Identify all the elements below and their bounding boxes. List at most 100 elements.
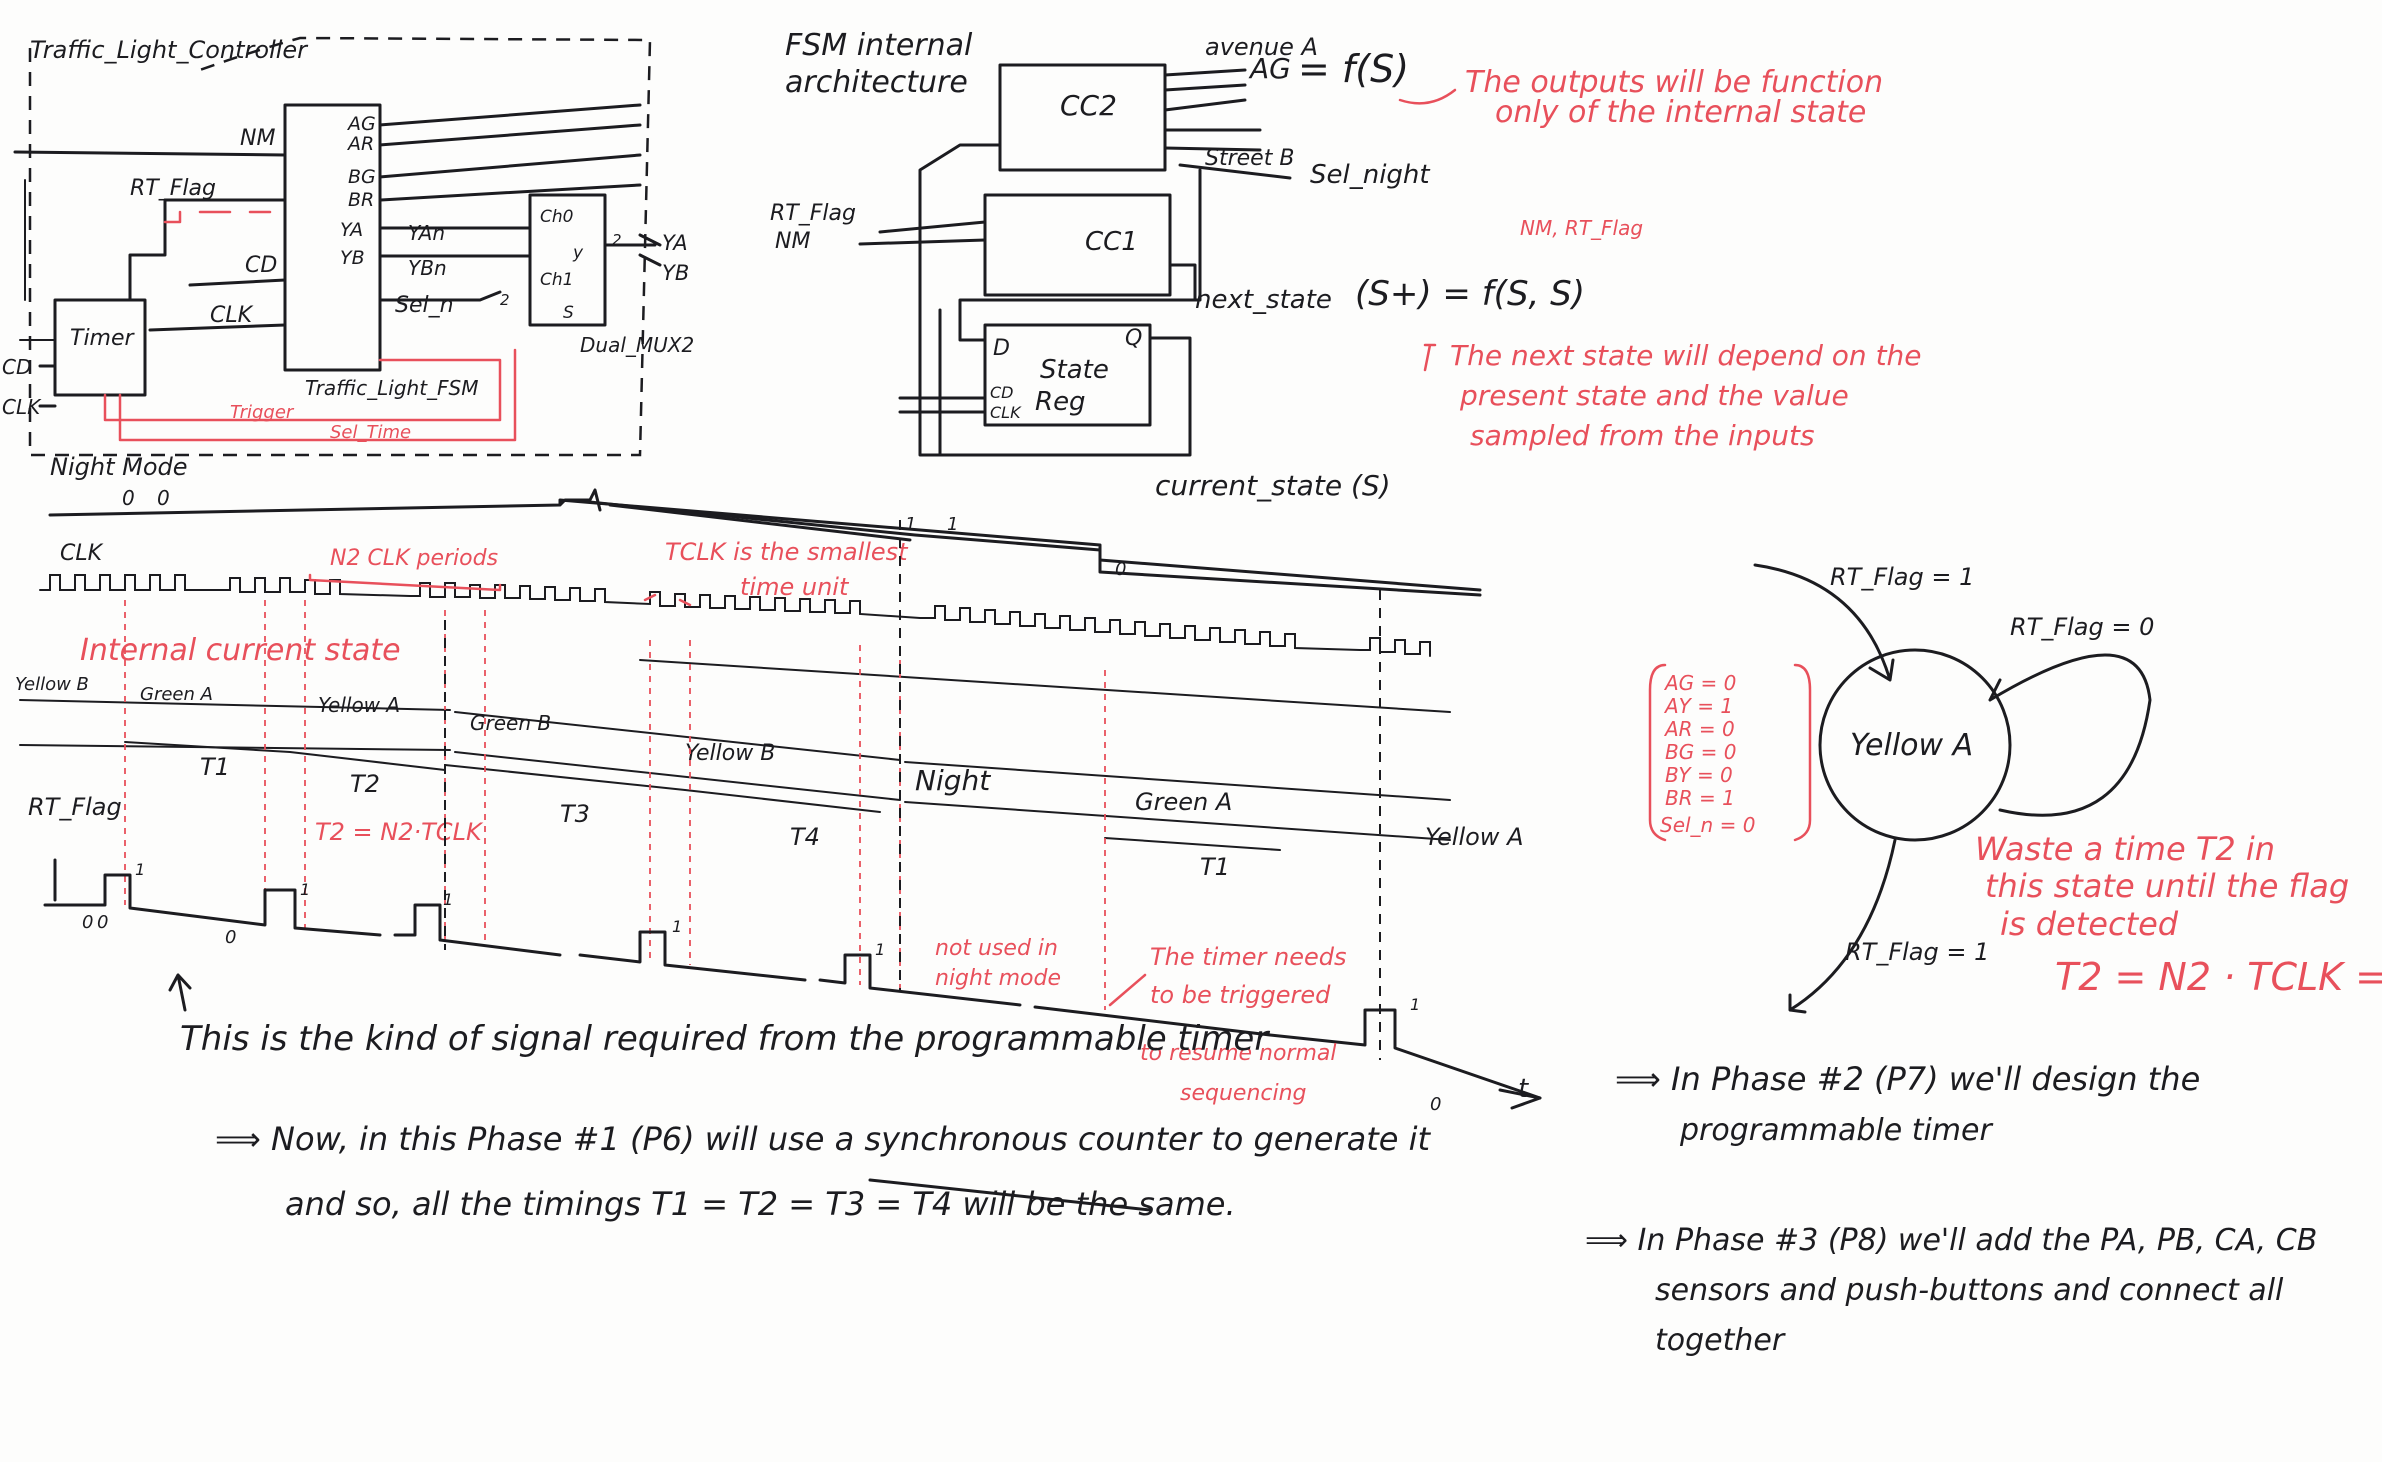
timer-label: Timer <box>70 326 136 351</box>
cc1-block <box>983 193 1172 297</box>
mux-pin-s: S <box>563 303 574 323</box>
out-by: BY = 0 <box>1665 763 1733 787</box>
outputs-note-2: only of the internal state <box>1495 95 1866 130</box>
note-line-3: and so, all the timings T1 = T2 = T3 = T… <box>285 1185 1236 1223</box>
night-mode-zero-3: 0 <box>1115 559 1126 580</box>
note-line-1: This is the kind of signal required from… <box>180 1019 1270 1059</box>
mux-out-ya: YA <box>662 231 688 255</box>
phase3-line-2: sensors and push-buttons and connect all <box>1655 1273 2284 1308</box>
period-t2: T2 <box>350 770 380 798</box>
period-t1: T1 <box>200 753 230 781</box>
note-line-2: ⟹ Now, in this Phase #1 (P6) will use a … <box>215 1120 1432 1158</box>
bottom-notes: This is the kind of signal required from… <box>168 973 1432 1223</box>
cc2-label: CC2 <box>1060 89 1117 122</box>
state-1: Green A <box>140 684 213 705</box>
night-mode-zero-1: 0 <box>122 486 135 510</box>
out-br: BR = 1 <box>1665 786 1735 810</box>
waste-note-2: this state until the flag <box>1985 867 2349 905</box>
sel-time-label: Sel_Time <box>330 422 411 443</box>
state-6: Green A <box>1135 788 1232 816</box>
mux-out-bus-width: 2 <box>612 231 622 249</box>
reg-clk-label: CLK <box>990 403 1022 422</box>
next-note-1: The next state will depend on the <box>1450 339 1922 372</box>
out-bg: BG = 0 <box>1665 740 1736 764</box>
sel-night-label: Sel_night <box>1310 160 1430 190</box>
out-ar: AR = 0 <box>1663 717 1735 741</box>
mux-in-ybn: YBn <box>408 256 447 280</box>
rtflag-label: RT_Flag <box>28 793 122 821</box>
phase3-line-3: together <box>1655 1323 1786 1358</box>
clk-waveform <box>39 574 1431 657</box>
night-mode-label: Night Mode <box>50 453 188 481</box>
rt-in-label: RT_Flag = 1 <box>1830 563 1974 591</box>
waste-formula: T2 = N2 · TCLK = 7 s <box>2055 955 2382 999</box>
timer-note-3: to resume normal <box>1140 1041 1337 1066</box>
next-state-fn: (S+) = f(S, S) <box>1355 274 1585 314</box>
cc1-label: CC1 <box>1085 227 1138 257</box>
n2-label: N2 CLK periods <box>330 546 498 571</box>
tclk-note-2: time unit <box>740 573 850 601</box>
state-2: Yellow A <box>318 693 400 717</box>
reg-cd-label: CD <box>990 383 1014 402</box>
mux-pin-ch1: Ch1 <box>540 270 573 290</box>
input-clk-label: CLK <box>210 303 254 328</box>
mux-in-seln: Sel_n <box>395 293 454 318</box>
fsm-name: Traffic_Light_FSM <box>305 376 479 400</box>
fsm-out-br: BR <box>348 189 374 211</box>
input-cd-label: CD <box>245 253 277 278</box>
mux-pin-ch0: Ch0 <box>540 207 573 227</box>
internal-state-label: Internal current state <box>80 633 401 668</box>
arch-in-rtflag: RT_Flag <box>770 201 856 226</box>
next-note-2: present state and the value <box>1459 379 1849 412</box>
state-5: Night <box>915 764 991 797</box>
waste-note-3: is detected <box>2000 905 2179 943</box>
phase-notes: ⟹ In Phase #2 (P7) we'll design the prog… <box>1585 1060 2317 1358</box>
fsm-out-bg: BG <box>348 166 376 188</box>
timer-note-4: sequencing <box>1180 1081 1307 1106</box>
period-t3: T3 <box>560 800 590 828</box>
rtflag-zero-3: 0 <box>225 927 236 948</box>
out-ay: AY = 1 <box>1663 694 1733 718</box>
timer-note-2: to be triggered <box>1150 981 1331 1009</box>
timer-block <box>53 298 147 397</box>
controller-title: Traffic_Light_Controller <box>30 36 309 64</box>
fsm-out-ar: AR <box>346 133 374 155</box>
timer-clk-label: CLK <box>2 395 42 419</box>
state-0: Yellow B <box>15 674 89 695</box>
rt-loop-label: RT_Flag = 0 <box>2010 613 2154 641</box>
rtflag-one-3: 1 <box>443 890 453 909</box>
out-seln: Sel_n = 0 <box>1660 813 1755 837</box>
reg-d-label: D <box>993 336 1010 361</box>
trigger-label: Trigger <box>230 402 295 423</box>
mux-bus-width: 2 <box>500 291 510 309</box>
reg-q-label: Q <box>1125 326 1142 351</box>
mux-block <box>528 193 607 327</box>
not-used-note-1: not used in <box>935 936 1058 961</box>
night-mode-zero-2: 0 <box>157 486 170 510</box>
clk-label: CLK <box>60 541 104 566</box>
input-rtflag-label: RT_Flag <box>130 176 216 201</box>
nm-rtflag-note: NM, RT_Flag <box>1520 216 1643 240</box>
reg-name-1: State <box>1040 355 1109 385</box>
state-yellow-a <box>1818 648 2012 842</box>
night-mode-one-2: 1 <box>947 514 958 535</box>
out-ag: AG = 0 <box>1663 671 1736 695</box>
mux-out-yb: YB <box>662 261 689 285</box>
state-3: Green B <box>470 711 551 735</box>
period-t1-repeat: T1 <box>1200 853 1230 881</box>
timing-diagram: Night Mode 0 0 1 1 0 CLK N2 CLK periods … <box>15 453 1542 1115</box>
arch-in-nm: NM <box>775 229 810 254</box>
fsm-architecture: FSM internal architecture CC2 CC1 D Q St… <box>770 28 1585 502</box>
rtflag-waveform <box>43 873 1542 1100</box>
period-t4: T4 <box>790 823 820 851</box>
next-note-3: sampled from the inputs <box>1470 419 1815 452</box>
state-4: Yellow B <box>685 741 775 766</box>
mux-pin-y: y <box>572 243 584 263</box>
rtflag-one-4: 1 <box>672 917 682 936</box>
waste-note-1: Waste a time T2 in <box>1975 830 2275 868</box>
rtflag-zero-1: 0 <box>82 912 93 933</box>
rtflag-zero-4: 0 <box>1430 1094 1441 1115</box>
street-label: Street B <box>1205 146 1294 171</box>
